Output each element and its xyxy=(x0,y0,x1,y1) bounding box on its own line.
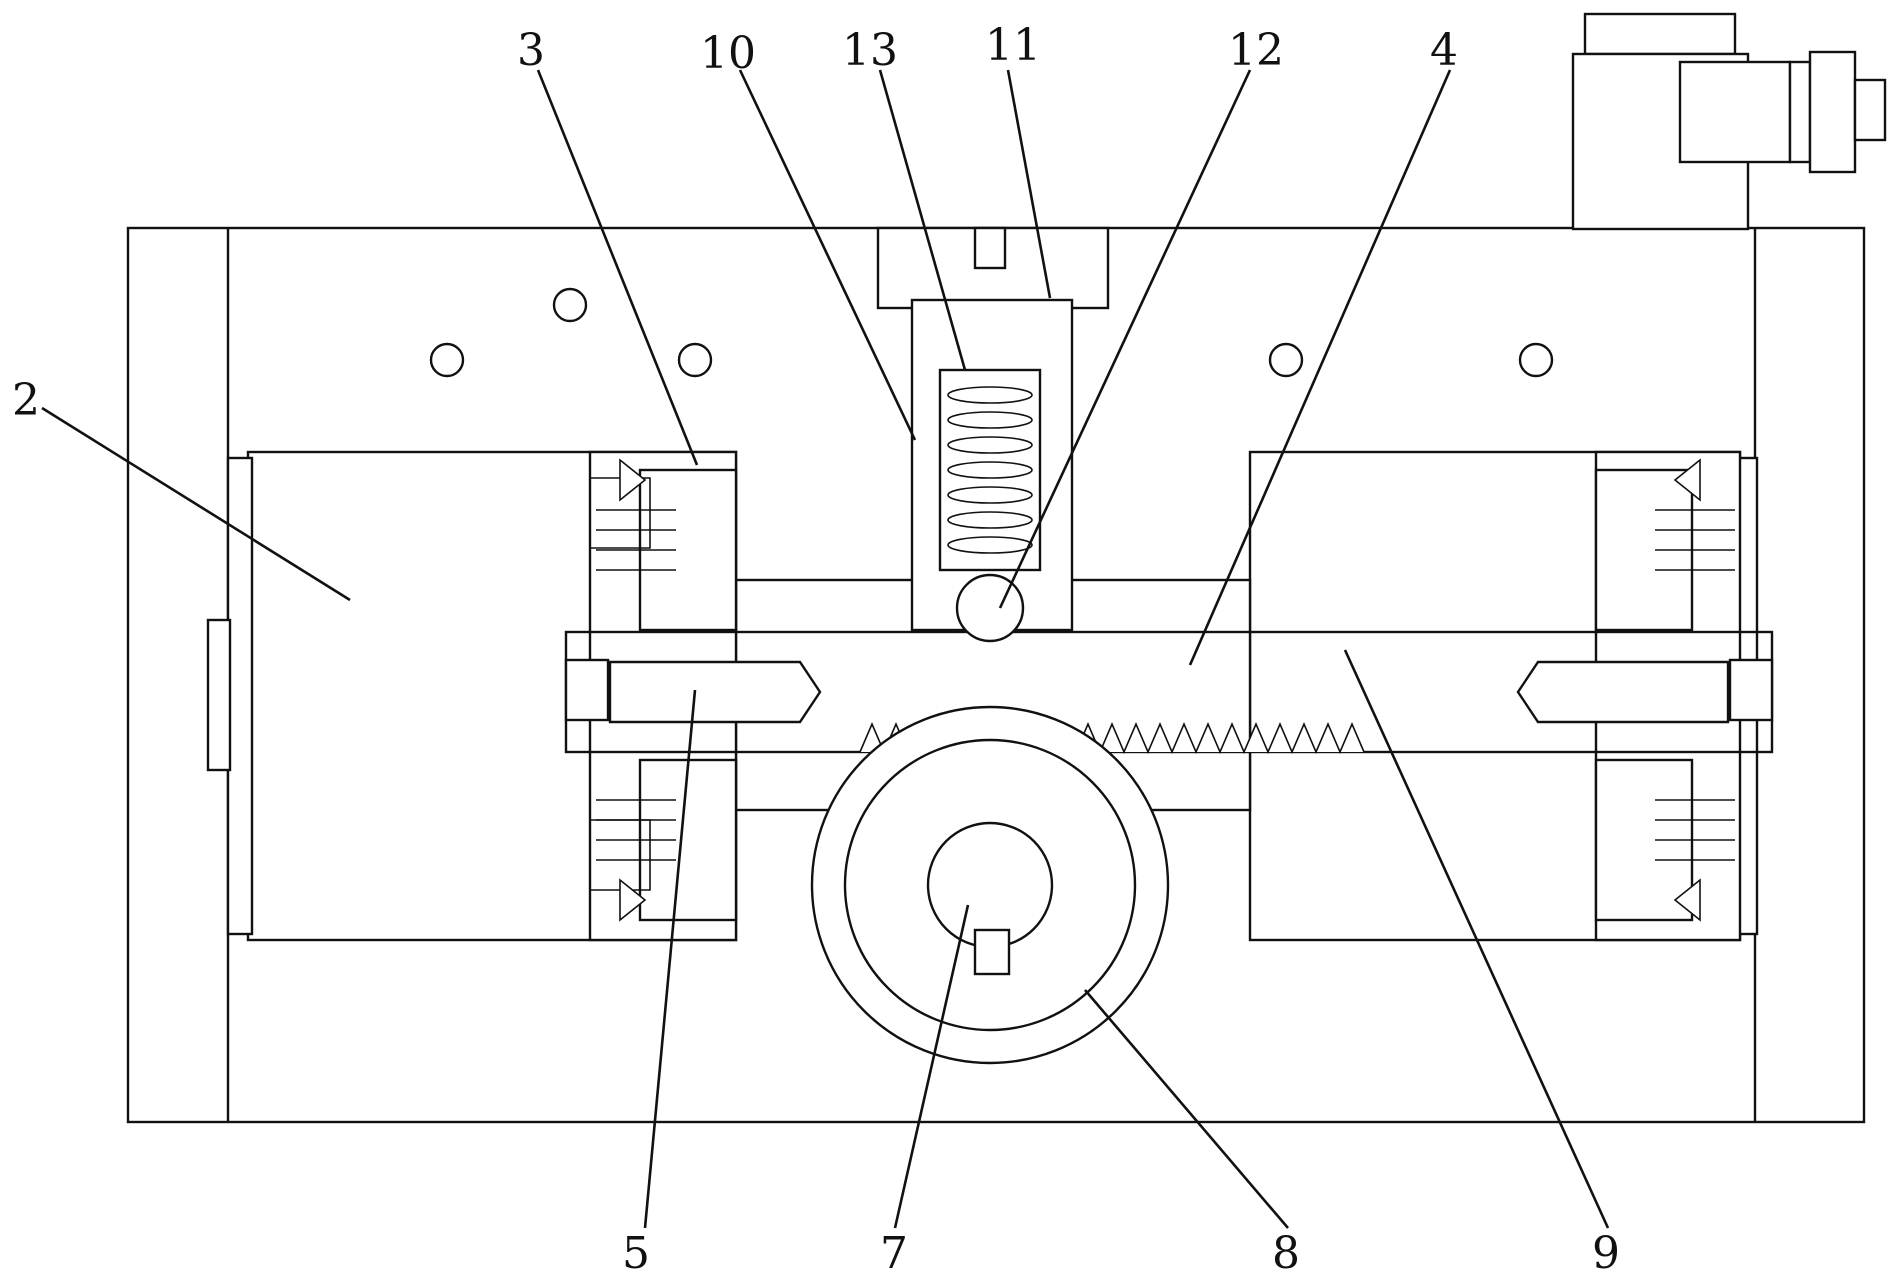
callout-13: 13 xyxy=(842,25,898,76)
callout-11: 11 xyxy=(985,20,1041,71)
valve-spring xyxy=(947,386,1033,554)
callout-4: 4 xyxy=(1430,25,1458,76)
callout-5: 5 xyxy=(622,1228,650,1275)
check-ball xyxy=(955,573,1025,643)
callout-12: 12 xyxy=(1228,25,1284,76)
callout-3: 3 xyxy=(517,25,545,76)
sensor-connector xyxy=(1571,12,1887,231)
callout-7: 7 xyxy=(880,1228,908,1275)
pinion-gear xyxy=(810,705,1170,1065)
callout-labels: 2 3 10 13 11 12 4 5 7 8 9 xyxy=(12,20,1620,1275)
ports xyxy=(429,287,1554,378)
callout-2: 2 xyxy=(12,375,40,426)
callout-9: 9 xyxy=(1592,1228,1620,1275)
leader-lines xyxy=(41,69,1610,1229)
callout-8: 8 xyxy=(1272,1228,1300,1275)
callout-10: 10 xyxy=(700,28,756,79)
